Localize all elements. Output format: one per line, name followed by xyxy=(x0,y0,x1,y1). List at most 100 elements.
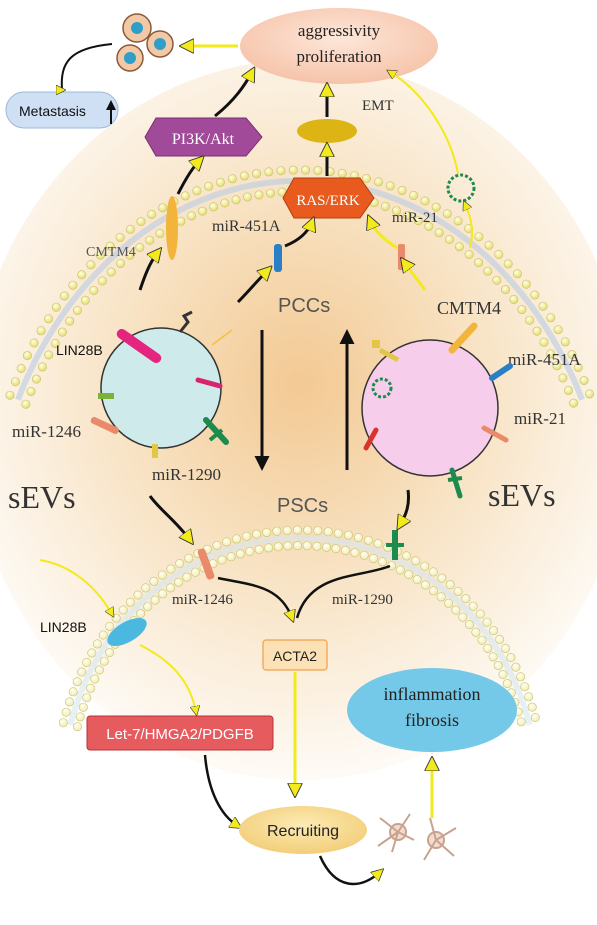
membrane-bead xyxy=(232,534,242,544)
membrane-bead xyxy=(190,567,200,577)
fibrosis-label: fibrosis xyxy=(405,710,459,730)
membrane-bead xyxy=(527,702,537,712)
arrow-lin28b-to-let7 xyxy=(139,644,196,712)
membrane-bead xyxy=(506,653,516,663)
membrane-bead xyxy=(180,191,190,201)
membrane-bead xyxy=(458,612,468,622)
membrane-bead xyxy=(272,526,282,536)
membrane-bead xyxy=(157,570,167,580)
left-vesicle-pink-rod xyxy=(195,377,223,389)
membrane-bead xyxy=(90,674,100,684)
membrane-bead xyxy=(468,601,478,611)
membrane-bead xyxy=(204,181,214,191)
membrane-bead xyxy=(453,216,463,226)
membrane-bead xyxy=(252,529,262,539)
membrane-bead xyxy=(141,583,151,593)
right-vesicle-green-plug xyxy=(449,467,463,499)
emt-ellipse xyxy=(297,119,357,143)
membrane-bead xyxy=(44,350,54,360)
membrane-bead xyxy=(245,546,255,556)
membrane-bead xyxy=(26,386,36,396)
membrane-bead xyxy=(95,250,105,260)
membrane-bead xyxy=(539,337,549,347)
membrane-bead xyxy=(106,267,116,277)
membrane-bead xyxy=(72,305,82,315)
membrane-bead xyxy=(182,572,192,582)
membrane-bead xyxy=(36,326,46,336)
membrane-bead xyxy=(115,232,125,242)
membrane-bead xyxy=(125,250,135,260)
arrow-into-lin28b xyxy=(39,559,112,614)
membrane-bead xyxy=(312,541,322,551)
membrane-bead xyxy=(445,580,455,590)
membrane-bead xyxy=(80,295,90,305)
left-sev-vesicle xyxy=(100,327,222,449)
membrane-bead xyxy=(395,565,405,575)
right-vesicle-red-rod xyxy=(363,427,379,451)
membrane-bead xyxy=(546,349,556,359)
membrane-bead xyxy=(569,398,579,408)
cmtm4-right-label: CMTM4 xyxy=(437,298,501,318)
membrane-bead xyxy=(321,542,331,552)
acta2-box xyxy=(262,639,328,671)
ras-erk-box xyxy=(282,177,375,219)
membrane-bead xyxy=(579,375,589,385)
arrow-ring-to-top xyxy=(390,72,459,175)
membrane-bead xyxy=(411,556,421,566)
membrane-bead xyxy=(420,561,430,571)
pi3k-label: PI3K/Akt xyxy=(172,131,235,148)
cmtm4-left-label: CMTM4 xyxy=(86,245,136,260)
membrane-bead xyxy=(31,374,41,384)
arrow-cmtm4-to-pi3k xyxy=(176,160,200,195)
membrane-bead xyxy=(436,592,446,602)
let7-box xyxy=(86,715,274,751)
membrane-bead xyxy=(361,174,371,184)
right-vesicle-yellow-pin xyxy=(378,347,400,363)
membrane-bead xyxy=(474,258,484,268)
membrane-bead xyxy=(444,235,454,245)
sevs-right-label: sEVs xyxy=(488,477,556,513)
membrane-bead xyxy=(264,543,274,553)
cmtm4-protein-left xyxy=(166,196,178,260)
lin28b-protein-left xyxy=(116,328,162,364)
membrane-bead xyxy=(174,577,184,587)
membrane-bead xyxy=(484,240,494,250)
membrane-bead xyxy=(350,548,360,558)
membrane-bead xyxy=(147,209,157,219)
membrane-bead xyxy=(43,314,53,324)
membrane-bead xyxy=(29,338,39,348)
mir1246-left-label: miR-1246 xyxy=(12,422,81,441)
membrane-bead xyxy=(87,648,97,658)
right-vesicle-cmtm4-rod xyxy=(448,322,478,354)
membrane-bead xyxy=(82,657,92,667)
membrane-bead xyxy=(483,643,493,653)
arrow-pi3k-to-top xyxy=(214,72,252,118)
arrow-mir21-to-ras xyxy=(370,220,398,250)
membrane-bead xyxy=(516,672,526,682)
membrane-bead xyxy=(265,188,275,198)
membrane-bead xyxy=(65,697,75,707)
membrane-bead xyxy=(209,202,219,212)
membrane-bead xyxy=(136,217,146,227)
acta2-label: ACTA2 xyxy=(273,648,317,664)
arrow-let7-to-recruiting xyxy=(203,754,238,826)
membrane-bead xyxy=(483,266,493,276)
membrane-bead xyxy=(239,171,249,181)
membrane-bead xyxy=(220,198,230,208)
pccs-label: PCCs xyxy=(278,295,330,317)
membrane-bead xyxy=(428,586,438,596)
emt-label: EMT xyxy=(362,98,394,114)
membrane-bead xyxy=(118,605,128,615)
mir21-right-label: miR-21 xyxy=(514,409,566,428)
membrane-bead xyxy=(293,541,303,551)
membrane-bead xyxy=(524,692,534,702)
membrane-bead xyxy=(175,558,185,568)
membrane-bead xyxy=(222,537,232,547)
membrane-bead xyxy=(99,656,109,666)
membrane-bead xyxy=(385,181,395,191)
lin28b-bottom-disc xyxy=(107,618,147,646)
membrane-bead xyxy=(420,580,430,590)
membrane-bead xyxy=(273,542,283,552)
membrane-bead xyxy=(453,586,463,596)
membrane-bead xyxy=(283,541,293,551)
